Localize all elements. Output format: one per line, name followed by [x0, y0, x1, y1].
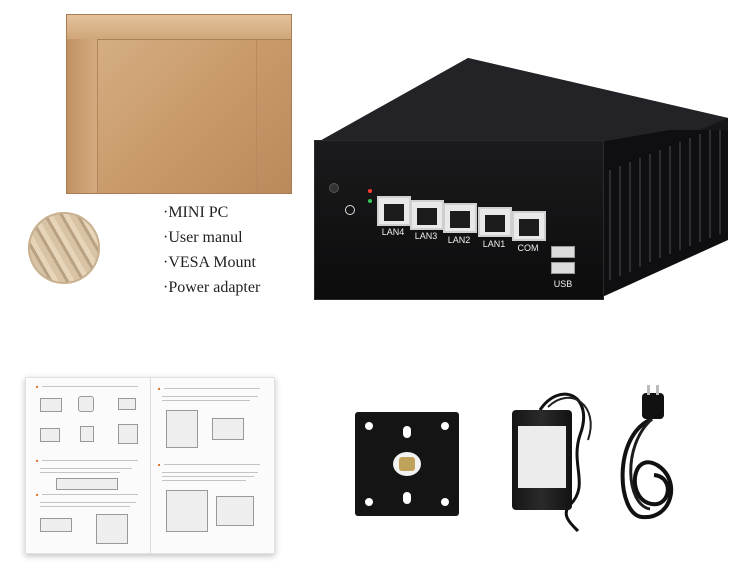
manual-figure [118, 424, 138, 444]
manual-section-heading: ■ [158, 386, 161, 391]
status-led [368, 199, 372, 203]
manual-fold [150, 378, 151, 553]
ac-power-cord [620, 385, 674, 520]
usb-port-upper [551, 246, 575, 258]
adapter-cable [538, 392, 592, 533]
package-contents-list: MINI PC User manul VESA Mount Power adap… [163, 200, 260, 300]
manual-heading-rule [164, 388, 260, 389]
user-manual: ■ ■ ■ ■ ■ [25, 377, 275, 554]
corrugated-cardboard-detail [28, 212, 100, 284]
mini-pc-top-panel [318, 58, 728, 208]
manual-figure [118, 398, 136, 410]
lan2-label: LAN2 [447, 235, 471, 245]
manual-section-heading: ■ [36, 492, 39, 497]
keyhole-slot [403, 492, 411, 504]
list-item: MINI PC [163, 200, 260, 225]
com-port [512, 211, 546, 241]
power-adapter-brick [512, 410, 572, 510]
manual-heading-rule [42, 460, 138, 461]
mini-pc-front-panel: LAN4 LAN3 LAN2 LAN1 COM USB [314, 140, 604, 300]
list-item: Power adapter [163, 275, 260, 300]
manual-figure [40, 518, 72, 532]
mount-hole [365, 498, 373, 506]
manual-text-line [162, 396, 258, 397]
manual-heading-rule [42, 386, 138, 387]
box-side [67, 39, 98, 193]
manual-text-line [40, 472, 120, 473]
manual-section-heading: ■ [158, 462, 161, 467]
usb-label: USB [553, 279, 573, 289]
power-button-icon [345, 205, 355, 215]
keyhole-slot [403, 426, 411, 438]
box-seam [256, 39, 257, 193]
manual-figure [216, 496, 254, 526]
manual-text-line [162, 476, 254, 477]
lan4-port [377, 196, 411, 226]
manual-figure [80, 426, 94, 442]
lan3-label: LAN3 [414, 231, 438, 241]
manual-text-line [40, 468, 132, 469]
adapter-label [518, 426, 566, 488]
manual-text-line [162, 480, 246, 481]
mount-hole [441, 498, 449, 506]
usb-port-lower [551, 262, 575, 274]
mount-hole [441, 422, 449, 430]
manual-text-line [162, 400, 250, 401]
box-lid [67, 15, 291, 40]
lan3-port [410, 200, 444, 230]
com-label: COM [517, 243, 539, 253]
list-item: VESA Mount [163, 250, 260, 275]
manual-figure [40, 398, 62, 412]
lan2-port [443, 203, 477, 233]
vesa-mount-plate [355, 412, 459, 516]
manual-heading-rule [164, 464, 260, 465]
manual-figure [40, 428, 60, 442]
lan4-label: LAN4 [381, 227, 405, 237]
manual-text-line [162, 472, 258, 473]
manual-heading-rule [42, 494, 138, 495]
manual-figure [166, 410, 198, 448]
mini-pc-side-vents [600, 130, 728, 298]
manual-text-line [40, 506, 130, 507]
list-item: User manul [163, 225, 260, 250]
manual-figure [166, 490, 208, 532]
manual-figure [212, 418, 244, 440]
lan1-port [478, 207, 512, 237]
manual-figure [96, 514, 128, 544]
reset-hole [329, 183, 339, 193]
manual-figure [56, 478, 118, 490]
manual-figure [78, 396, 94, 412]
lan1-label: LAN1 [482, 239, 506, 249]
screws [393, 452, 421, 476]
power-led [368, 189, 372, 193]
manual-text-line [40, 502, 136, 503]
mount-hole [365, 422, 373, 430]
cardboard-box [66, 14, 292, 194]
manual-section-heading: ■ [36, 458, 39, 463]
manual-section-heading: ■ [36, 384, 39, 389]
